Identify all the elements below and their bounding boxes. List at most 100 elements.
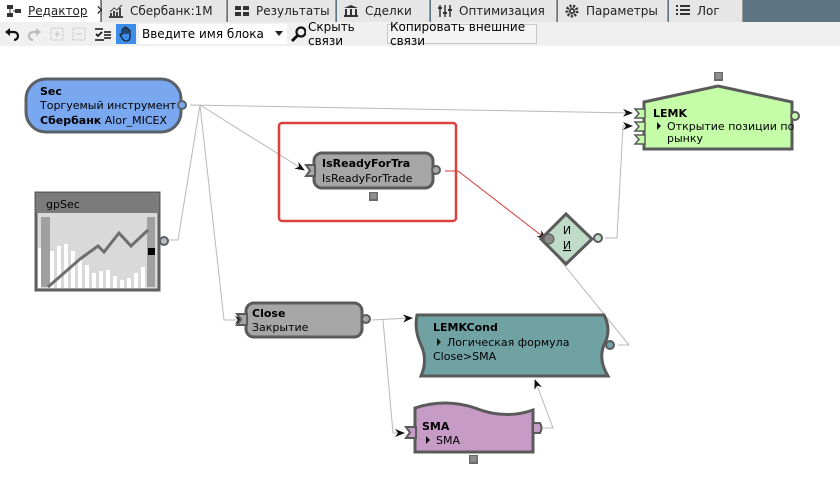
block-value: Сбербанк Alor_MICEX	[40, 114, 167, 127]
close-icon[interactable]: ✕	[95, 3, 107, 19]
link-and-lemk[interactable]	[605, 122, 633, 239]
block-menu-icon[interactable]	[469, 455, 478, 464]
undo-icon	[5, 28, 20, 42]
sliders-icon	[437, 4, 453, 18]
block-menu-icon[interactable]	[369, 192, 378, 201]
output-port[interactable]	[361, 314, 371, 324]
link-isready-and[interactable]	[445, 170, 547, 240]
block-param: Логическая формула	[447, 336, 569, 349]
block-param: SMA	[436, 434, 460, 447]
copy-external-links-label: Копировать внешние связи	[390, 20, 526, 48]
block-search-combo[interactable]: Введите имя блока	[139, 24, 287, 44]
hide-links-button[interactable]: Скрыть связи	[288, 20, 386, 48]
checklist-icon	[95, 28, 111, 41]
link-close-sma[interactable]	[382, 319, 405, 437]
tab-label: Параметры	[586, 4, 658, 18]
link-sec-gpsec[interactable]	[165, 104, 201, 241]
results-grid-icon	[234, 4, 250, 18]
tab-trades[interactable]: Сделки	[337, 0, 430, 22]
input-port[interactable]	[304, 164, 316, 177]
block-name: gpSec	[46, 198, 80, 211]
block-param-line2: рынку	[667, 132, 704, 145]
expand-caret-icon[interactable]	[437, 338, 441, 346]
ungroup-button[interactable]	[68, 24, 90, 44]
input-port[interactable]	[235, 313, 248, 326]
tab-parameters[interactable]: Параметры	[558, 0, 668, 22]
expand-caret-icon[interactable]	[426, 436, 430, 444]
expand-caret-icon[interactable]	[657, 122, 661, 130]
tab-results[interactable]: Результаты	[228, 0, 336, 22]
undo-button[interactable]	[2, 24, 22, 44]
tab-label: Редактор	[28, 4, 88, 18]
output-port[interactable]	[593, 233, 603, 243]
links	[165, 104, 633, 437]
input-port[interactable]	[633, 134, 646, 145]
output-port[interactable]	[605, 340, 615, 350]
link-sec-isready[interactable]	[199, 104, 305, 171]
editor-toolbar: Введите имя блока Скрыть связи Копироват…	[0, 20, 840, 48]
output-port[interactable]	[790, 111, 800, 121]
copy-external-links-button[interactable]: Копировать внешние связи	[387, 20, 537, 48]
tab-optimization[interactable]: Оптимизация	[431, 0, 557, 22]
block-lemk[interactable]: LEMK Открытие позиции по рынку	[633, 72, 800, 151]
block-menu-icon[interactable]	[714, 72, 723, 81]
link-sec-close[interactable]	[199, 104, 245, 324]
output-port[interactable]	[177, 100, 187, 110]
hand-icon	[119, 26, 131, 42]
pan-tool-button[interactable]	[116, 24, 136, 44]
list-icon	[675, 4, 691, 18]
checklist-button[interactable]	[92, 24, 114, 44]
block-sma[interactable]: SMA SMA	[404, 401, 543, 464]
link-close-lemkcond[interactable]	[371, 314, 413, 323]
chevron-down-icon[interactable]	[275, 31, 283, 36]
hide-links-label: Скрыть связи	[307, 20, 355, 48]
tab-label: Оптимизация	[459, 4, 545, 18]
redo-button[interactable]	[24, 24, 44, 44]
block-param-line1: Открытие позиции по	[667, 120, 795, 133]
input-port[interactable]	[543, 233, 555, 245]
group-button[interactable]	[46, 24, 68, 44]
input-port[interactable]	[633, 121, 646, 132]
search-icon	[290, 26, 306, 42]
tab-label: Результаты	[256, 4, 330, 18]
output-port[interactable]	[159, 236, 169, 246]
link-lemkcond-and[interactable]	[547, 244, 631, 346]
chart-icon	[108, 4, 124, 18]
bank-icon	[343, 4, 359, 18]
block-name: Close	[252, 307, 285, 320]
tab-editor[interactable]: Редактор ✕	[0, 0, 107, 22]
block-name: LEMK	[653, 107, 687, 120]
block-name: Sec	[40, 85, 62, 98]
diagram-icon	[6, 4, 22, 18]
diagram-canvas[interactable]: Sec Торгуемый инструмент Сбербанк Alor_M…	[0, 46, 840, 483]
block-name: SMA	[422, 420, 450, 433]
block-gpsec[interactable]: gpSec	[34, 191, 169, 292]
block-lemkcond[interactable]: LEMKCond Логическая формула Close>SMA	[414, 313, 615, 378]
link-sma-lemkcond[interactable]	[534, 379, 554, 429]
ungroup-icon	[72, 27, 86, 41]
block-isready[interactable]: IsReadyForTra IsReadyForTrade	[304, 151, 441, 201]
tab-label: Сбербанк:1M	[130, 4, 213, 18]
tab-log[interactable]: Лог	[669, 0, 743, 22]
tab-bar: Редактор ✕ Сбербанк:1M Результаты Сделки…	[0, 0, 840, 22]
block-search-input[interactable]: Введите имя блока	[142, 27, 264, 41]
block-type: IsReadyForTrade	[322, 172, 413, 185]
redo-icon	[27, 28, 41, 42]
block-close[interactable]: Close Закрытие	[235, 301, 371, 339]
block-and[interactable]: И И	[538, 211, 603, 267]
link-sec-lemk[interactable]	[189, 104, 633, 117]
tab-chart[interactable]: Сбербанк:1M	[102, 0, 227, 22]
output-port[interactable]	[532, 422, 543, 434]
chart-thumbnail-icon	[38, 217, 155, 289]
tab-label: Лог	[697, 4, 720, 18]
input-port[interactable]	[404, 426, 417, 439]
block-sec[interactable]: Sec Торгуемый инструмент Сбербанк Alor_M…	[24, 77, 187, 134]
block-type: Закрытие	[252, 321, 309, 334]
tab-label: Сделки	[365, 4, 412, 18]
group-icon	[50, 27, 64, 41]
selection-frame	[277, 121, 458, 223]
block-value: Close>SMA	[433, 350, 497, 363]
block-name: LEMKCond	[433, 321, 498, 334]
input-port[interactable]	[633, 108, 646, 119]
output-port[interactable]	[431, 165, 441, 175]
